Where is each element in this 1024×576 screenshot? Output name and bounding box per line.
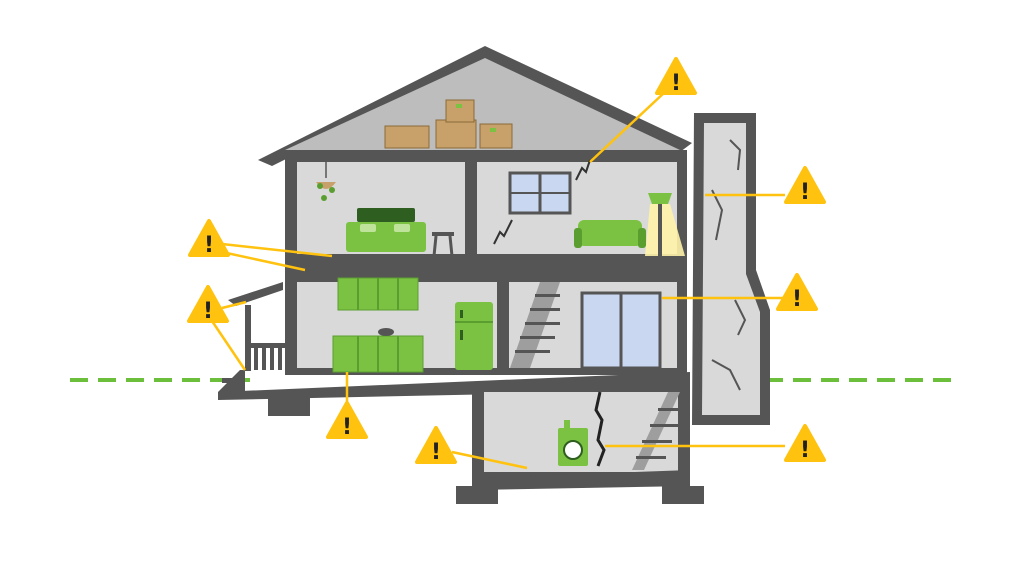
- warning-mark: !: [800, 180, 810, 205]
- warning-triangle-icon: !: [784, 166, 826, 205]
- warning-mark: !: [671, 71, 681, 96]
- roof: [258, 46, 692, 166]
- attic-storage-boxes: [384, 99, 513, 149]
- porch: [218, 282, 285, 395]
- kitchen-furniture: [332, 277, 493, 373]
- warning-triangle-icon: !: [326, 401, 368, 440]
- living-room-furniture: [493, 159, 685, 256]
- warning-triangle-icon: !: [655, 57, 697, 96]
- warning-mark: !: [792, 287, 802, 312]
- warning-triangle-icon: !: [415, 426, 457, 465]
- bedroom-furniture: [316, 162, 454, 257]
- warning-mark: !: [800, 438, 810, 463]
- hall-doors: [580, 291, 662, 370]
- warning-mark: !: [431, 440, 441, 465]
- warning-triangle-icon: !: [784, 424, 826, 463]
- basement-contents: [558, 391, 680, 470]
- chimney: [692, 113, 770, 425]
- warning-icons: ! ! ! ! ! ! ! !: [187, 57, 826, 465]
- warning-triangle-icon: !: [187, 285, 229, 324]
- stairs-main: [510, 282, 560, 368]
- warning-mark: !: [203, 299, 213, 324]
- warning-mark: !: [204, 233, 214, 258]
- warning-triangle-icon: !: [776, 273, 818, 312]
- callout-lines: [208, 91, 785, 470]
- warning-mark: !: [342, 415, 352, 440]
- warning-triangle-icon: !: [188, 219, 230, 258]
